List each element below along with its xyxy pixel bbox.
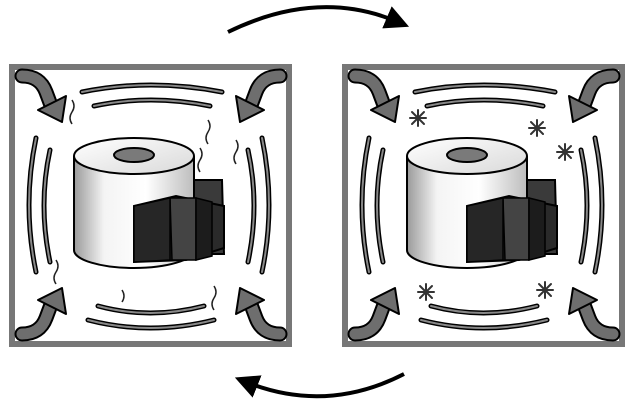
heat-waves-icon	[53, 99, 239, 311]
right-panel	[342, 64, 625, 347]
cycle-arrow-top	[227, 5, 410, 34]
left-panel	[9, 64, 292, 347]
pressure-lines	[359, 82, 605, 331]
cycle-arrow-bottom	[234, 372, 405, 399]
pressure-lines	[26, 82, 272, 331]
sparkle-icon	[409, 109, 574, 301]
